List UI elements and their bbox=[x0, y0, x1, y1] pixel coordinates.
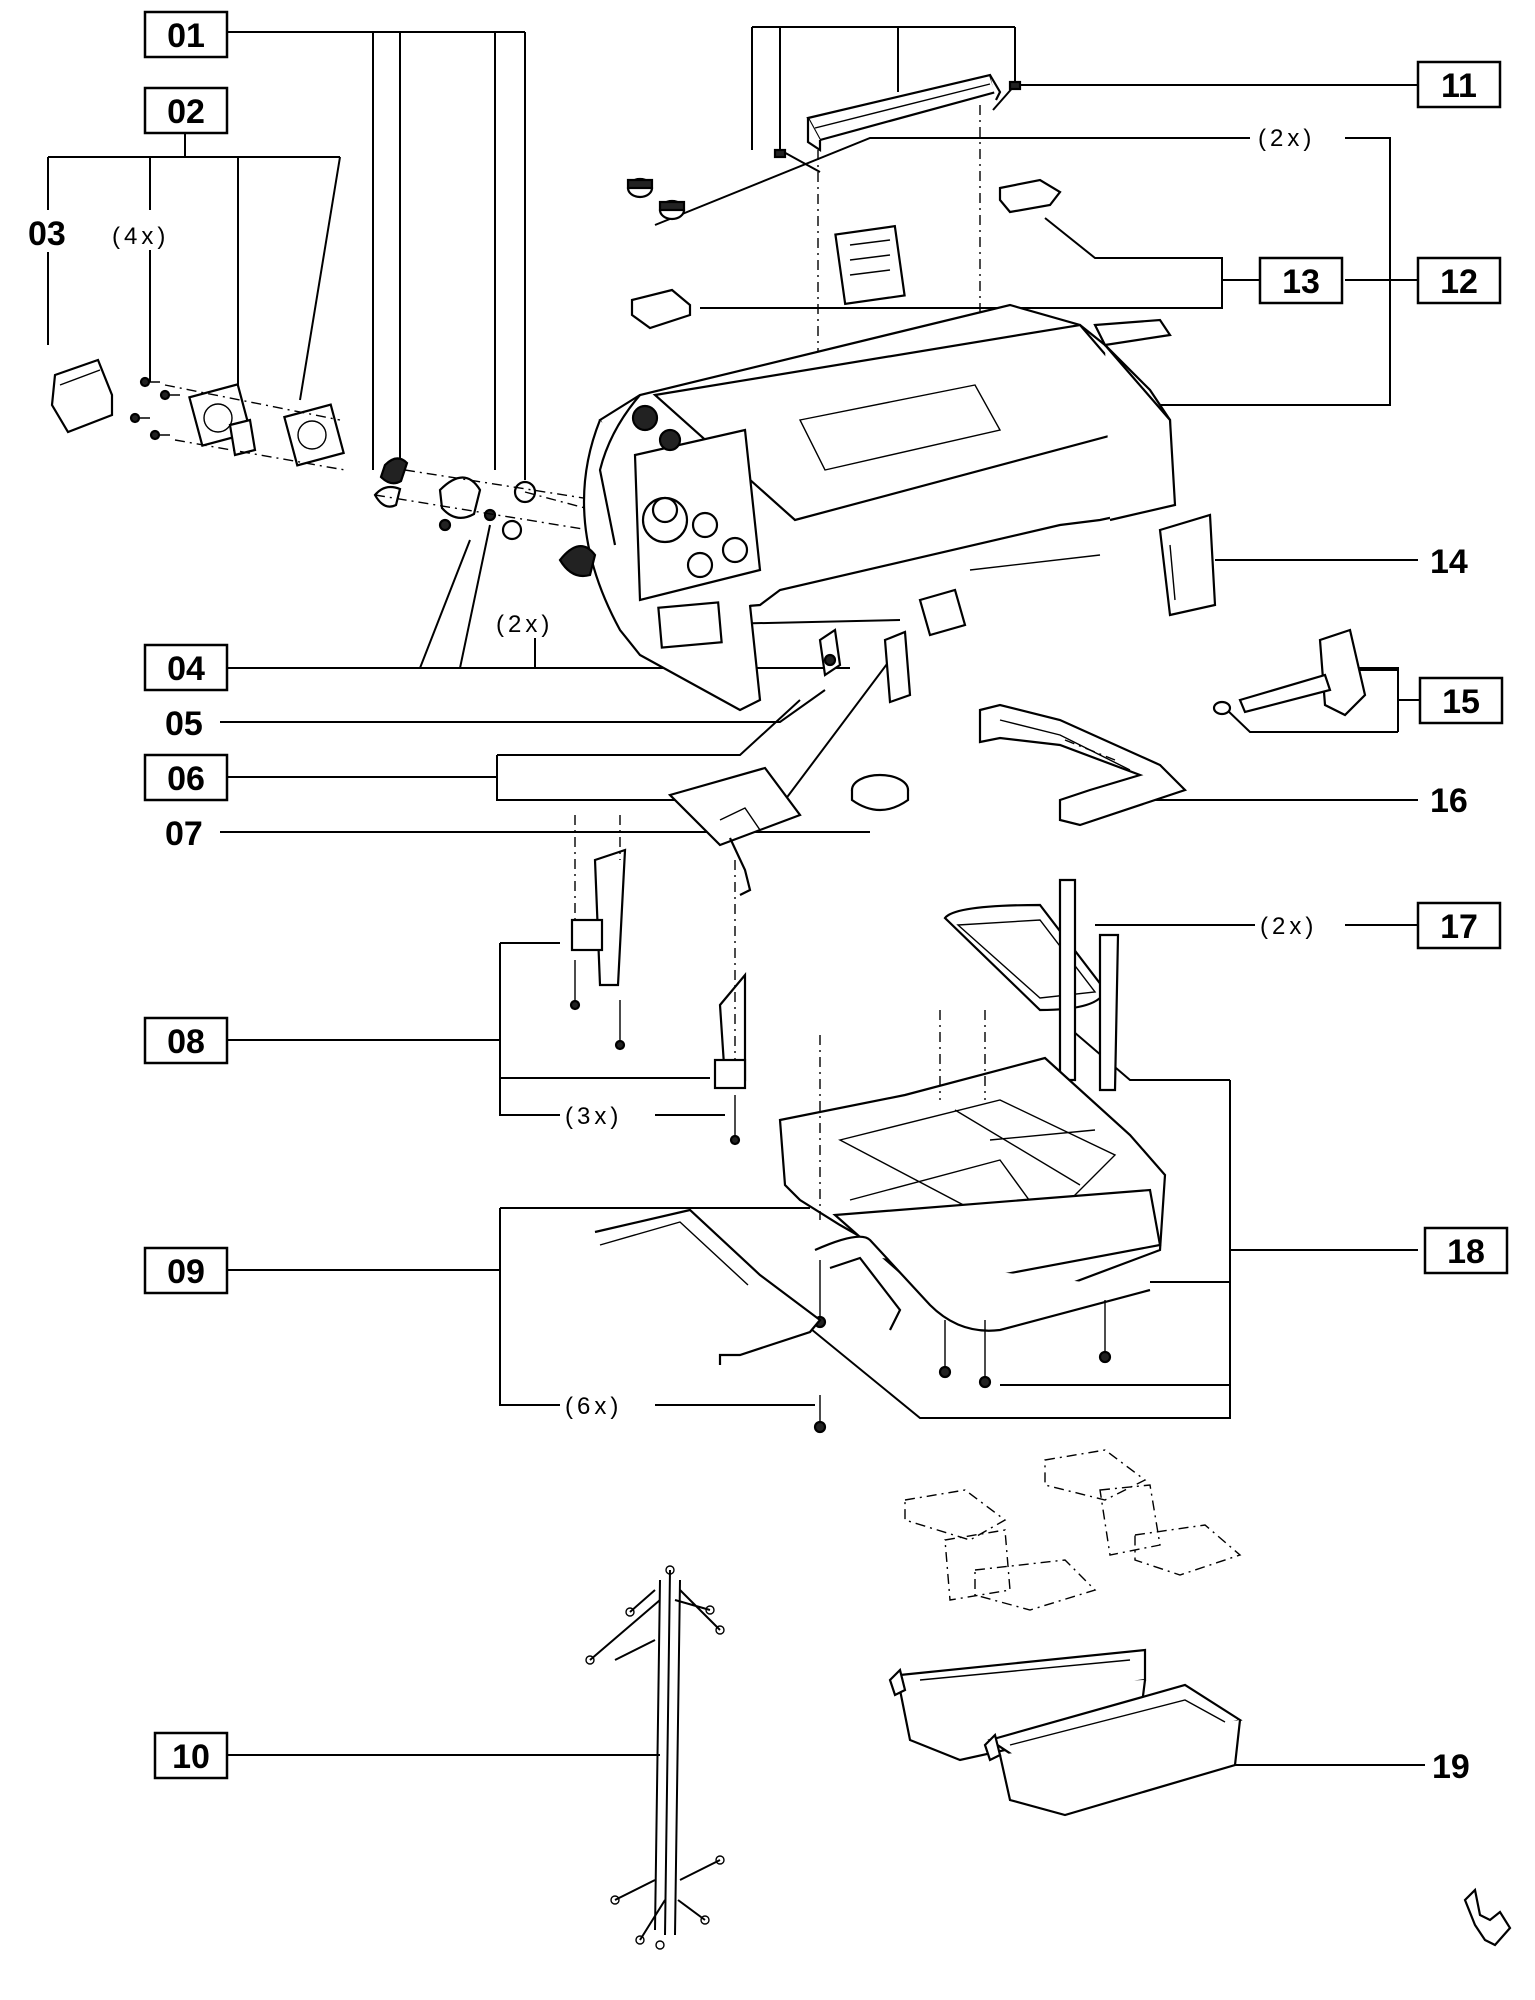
qty-2x-top: (2x) bbox=[1258, 125, 1315, 152]
label-19: 19 bbox=[1432, 1748, 1470, 1786]
label-09: 09 bbox=[143, 1246, 229, 1295]
label-18: 18 bbox=[1423, 1226, 1509, 1275]
label-04: 04 bbox=[143, 643, 229, 692]
label-01-text: 01 bbox=[167, 17, 205, 55]
label-11-text: 11 bbox=[1441, 67, 1477, 105]
label-12-text: 12 bbox=[1440, 263, 1478, 301]
part-drawings bbox=[50, 73, 1512, 1950]
label-07: 07 bbox=[165, 815, 203, 853]
label-08: 08 bbox=[143, 1016, 229, 1065]
qty-6x: (6x) bbox=[565, 1393, 622, 1420]
qty-2x-mid: (2x) bbox=[496, 611, 553, 638]
label-10: 10 bbox=[153, 1731, 229, 1780]
label-13-text: 13 bbox=[1282, 263, 1320, 301]
label-16: 16 bbox=[1430, 782, 1468, 820]
label-09-text: 09 bbox=[167, 1253, 205, 1291]
label-13: 13 bbox=[1258, 256, 1344, 305]
label-11: 11 bbox=[1416, 60, 1502, 109]
label-17-text: 17 bbox=[1440, 908, 1478, 946]
label-05: 05 bbox=[165, 705, 203, 743]
qty-2x-right: (2x) bbox=[1260, 913, 1317, 940]
qty-4x: (4x) bbox=[112, 223, 169, 250]
label-06: 06 bbox=[143, 753, 229, 802]
label-04-text: 04 bbox=[167, 650, 205, 688]
label-10-text: 10 bbox=[172, 1738, 210, 1776]
label-03: 03 bbox=[28, 215, 66, 253]
label-17: 17 bbox=[1416, 901, 1502, 950]
qty-3x: (3x) bbox=[565, 1103, 622, 1130]
label-06-text: 06 bbox=[167, 760, 205, 798]
label-02-text: 02 bbox=[167, 93, 205, 131]
label-01: 01 bbox=[143, 10, 229, 59]
label-15-text: 15 bbox=[1442, 683, 1480, 721]
leader-lines bbox=[47, 26, 1425, 1766]
label-14: 14 bbox=[1430, 543, 1468, 581]
label-18-text: 18 bbox=[1447, 1233, 1485, 1271]
label-15: 15 bbox=[1418, 676, 1504, 725]
label-08-text: 08 bbox=[167, 1023, 205, 1061]
label-12: 12 bbox=[1416, 256, 1502, 305]
label-02: 02 bbox=[143, 86, 229, 135]
